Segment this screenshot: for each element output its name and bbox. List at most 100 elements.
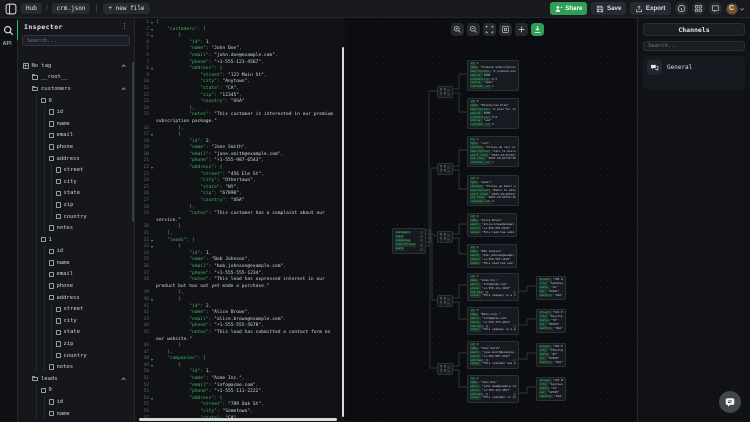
save-button[interactable]: Save (591, 2, 627, 15)
chat-fab-button[interactable] (719, 391, 741, 413)
fold-chevron-icon[interactable] (149, 396, 156, 403)
expand-badge[interactable] (447, 88, 451, 92)
tree-item-__root__[interactable]: __root__ (18, 72, 131, 84)
tree-item-name[interactable]: name (18, 257, 131, 269)
frame-button[interactable] (499, 23, 512, 36)
fold-chevron-icon[interactable] (149, 132, 156, 139)
zoom-out-button[interactable] (467, 23, 480, 36)
kebab-menu-icon[interactable]: ⋮ (121, 22, 128, 30)
expand-badge[interactable] (513, 290, 517, 294)
tree-scrollbar[interactable] (132, 62, 134, 222)
graph-record-node-10[interactable]: street:"789 Oak St"city:"Sometown"state:… (536, 276, 566, 300)
fold-chevron-icon[interactable] (149, 20, 156, 27)
fit-view-button[interactable] (483, 23, 496, 36)
breadcrumb-filename[interactable]: crm.json (51, 3, 91, 14)
fold-chevron-icon[interactable] (149, 33, 156, 40)
fold-chevron-icon[interactable] (149, 356, 156, 363)
expand-badge[interactable] (420, 243, 424, 247)
channel-item-general[interactable]: General (647, 60, 741, 75)
expand-badge[interactable] (420, 230, 424, 234)
expand-badge[interactable] (513, 324, 517, 328)
app-logo-icon[interactable] (5, 3, 17, 15)
apps-grid-button[interactable] (691, 2, 705, 15)
tree-item-customers[interactable]: customers (18, 83, 131, 95)
expand-badge[interactable] (447, 233, 451, 237)
zoom-in-button[interactable] (451, 23, 464, 36)
tree-item-address[interactable]: address (18, 291, 131, 304)
fold-chevron-icon[interactable] (149, 244, 156, 251)
tree-item-address[interactable]: address (18, 152, 131, 165)
expand-badge[interactable] (447, 369, 451, 373)
chevron-up-icon[interactable] (121, 63, 126, 69)
tree-item-id[interactable]: id (18, 396, 131, 408)
tree-item-country[interactable]: country (18, 210, 131, 223)
tree-item-zip[interactable]: zip (18, 338, 131, 350)
expand-badge[interactable] (447, 365, 451, 369)
expand-badge[interactable] (447, 237, 451, 241)
inspector-search-input[interactable] (27, 37, 125, 44)
fold-chevron-icon[interactable] (149, 27, 156, 34)
breadcrumb-hub[interactable]: Hub (21, 3, 42, 14)
tree-item-notes[interactable]: notes (18, 222, 131, 234)
tree-item-state[interactable]: state (18, 187, 131, 200)
graph-index-node-1[interactable]: 0{}1{} (437, 163, 453, 176)
editor-horizontal-scrollbar[interactable] (139, 417, 337, 421)
channels-search[interactable] (643, 41, 745, 51)
expand-badge[interactable] (513, 392, 517, 396)
chat-button[interactable] (708, 2, 722, 15)
fold-chevron-icon[interactable] (149, 363, 156, 370)
channels-search-input[interactable] (648, 43, 740, 49)
expand-badge[interactable] (420, 247, 424, 251)
tree-item-street[interactable]: street (18, 164, 131, 176)
graph-record-node-11[interactable]: street:"321 Pine St"city:"Anycity"state:… (536, 309, 566, 333)
editor-vertical-scrollbar[interactable] (341, 47, 344, 417)
tree-item-phone[interactable]: phone (18, 141, 131, 153)
share-button[interactable]: Share (549, 2, 588, 15)
new-file-button[interactable]: + new file (103, 3, 150, 14)
graph-record-node-13[interactable]: street:"123 Main St"city:"Anytown"state:… (536, 377, 566, 401)
graph-index-node-4[interactable]: 0{}1{} (437, 363, 453, 376)
account-menu[interactable]: C (725, 2, 746, 15)
expand-badge[interactable] (420, 239, 424, 243)
tree-item-name[interactable]: name (18, 407, 131, 420)
tree-item-0[interactable]: 0 (18, 384, 131, 397)
tree-item-name[interactable]: name (18, 117, 131, 130)
graph-record-node-12[interactable]: street:"456 Elm St"city:"Othertown"state… (536, 343, 566, 367)
expand-badge[interactable] (420, 235, 424, 239)
info-button[interactable] (674, 2, 688, 15)
tree-item-No tag[interactable]: No tag (18, 60, 131, 72)
chevron-up-icon[interactable] (121, 87, 126, 92)
expand-badge[interactable] (513, 358, 517, 362)
tree-item-country[interactable]: country (18, 349, 131, 362)
graph-index-node-0[interactable]: 0{}1{} (437, 86, 453, 99)
expand-badge[interactable] (447, 301, 451, 305)
export-button[interactable]: Export (630, 2, 671, 15)
download-button[interactable] (531, 23, 544, 36)
fold-chevron-icon[interactable] (149, 165, 156, 172)
chevron-up-icon[interactable] (121, 376, 126, 382)
tree-item-phone[interactable]: phone (18, 280, 131, 292)
tree-item-id[interactable]: id (18, 245, 131, 258)
inspector-search[interactable] (22, 35, 130, 46)
expand-badge[interactable] (447, 92, 451, 96)
tree-item-email[interactable]: email (18, 268, 131, 281)
graph-index-node-2[interactable]: 0{}1{} (437, 231, 453, 244)
tree-item-notes[interactable]: notes (18, 361, 131, 374)
expand-badge[interactable] (447, 297, 451, 301)
tree-item-street[interactable]: street (18, 303, 131, 316)
tree-item-state[interactable]: state (18, 326, 131, 339)
tree-item-city[interactable]: city (18, 315, 131, 327)
fold-chevron-icon[interactable] (149, 238, 156, 245)
json-code-editor[interactable]: 1{2 "customers": [3 {4 "id": 1,5 "name":… (135, 18, 345, 422)
api-tool-button[interactable]: API (2, 41, 12, 47)
